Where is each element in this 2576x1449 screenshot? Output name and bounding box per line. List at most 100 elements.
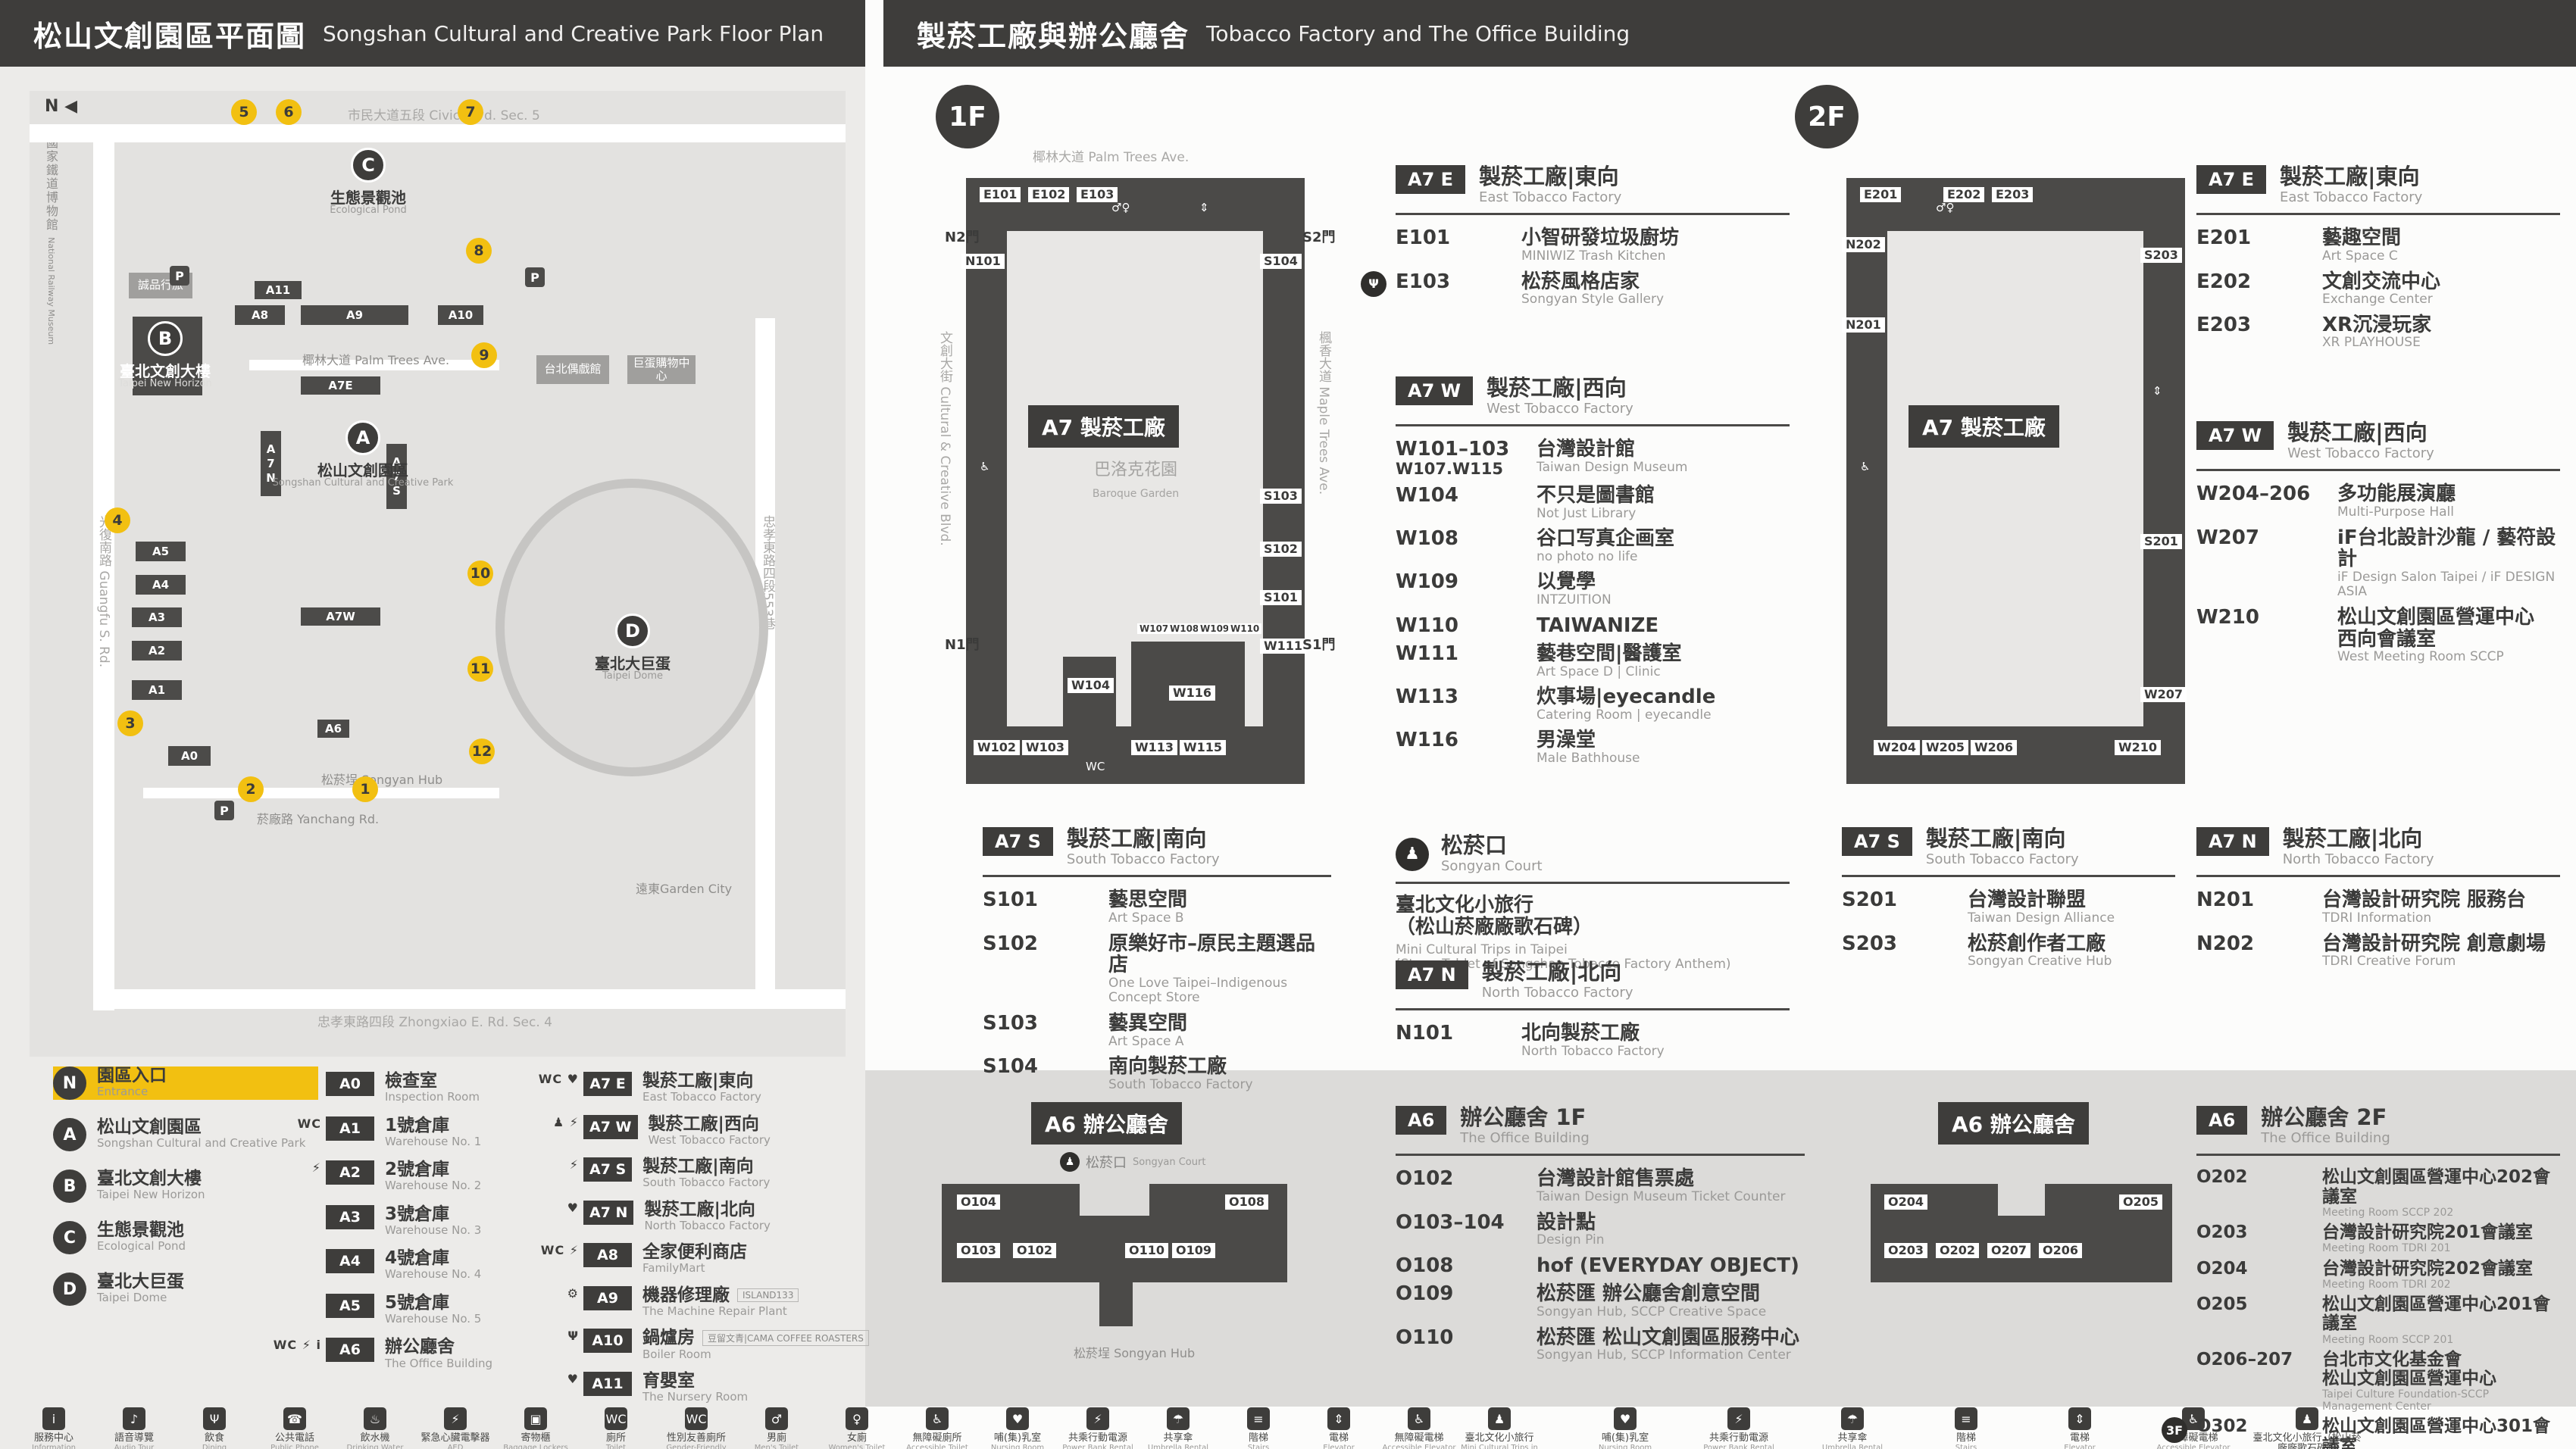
room-chip: W104 bbox=[1068, 678, 1114, 693]
entrance-number: 6 bbox=[276, 99, 302, 125]
road-zhongxiao bbox=[93, 989, 846, 1009]
nearby-building: 巨蛋購物中心 bbox=[627, 355, 696, 384]
room-entry: W104 不只是圖書館 Not Just Library bbox=[1396, 484, 1655, 521]
room-code: W116 bbox=[1396, 729, 1458, 752]
room-chip: W210 bbox=[2115, 740, 2162, 755]
room-code: N101 bbox=[1396, 1022, 1454, 1045]
facility-strip-right: ♥ 哺(集)乳室 Nursing Room ⚡ 共乘行動電源 Power Ban… bbox=[1568, 1407, 2364, 1449]
legend-row: WC ♥ A7 E 製菸工廠|東向 East Tobacco Factory bbox=[539, 1071, 864, 1104]
section-badge: A7 S bbox=[983, 827, 1053, 856]
room-code: S104 bbox=[983, 1055, 1038, 1079]
facility-icon: ♀ bbox=[846, 1407, 868, 1430]
room-chip: S103 bbox=[1260, 489, 1302, 504]
map-building: A10 bbox=[438, 305, 483, 325]
landmark-letter: B bbox=[148, 321, 183, 356]
facility-icon: ⇕ bbox=[2068, 1407, 2091, 1430]
room-code: E201 bbox=[2196, 226, 2252, 250]
entrance-number: 12 bbox=[469, 739, 495, 764]
section-2f-south: A7 S 製菸工廠|南向 South Tobacco Factory S201 … bbox=[1842, 826, 2175, 976]
legend-badge: A7 N bbox=[583, 1200, 634, 1225]
map-building: A3 bbox=[132, 607, 182, 627]
legend-row: A 松山文創園區 Songshan Cultural and Creative … bbox=[53, 1117, 318, 1151]
room-chip: O204 bbox=[1884, 1194, 1927, 1210]
room-entry: S201 台灣設計聯盟 Taiwan Design Alliance bbox=[1842, 888, 2115, 926]
right-header: 製菸工廠與辦公廳舍 Tobacco Factory and The Office… bbox=[883, 0, 2576, 67]
room-code: E101 bbox=[1396, 226, 1451, 250]
facility-icon: ♪ bbox=[123, 1407, 145, 1430]
room-code: S203 bbox=[1842, 932, 1897, 955]
facility-icon: ⚡ bbox=[1086, 1407, 1109, 1430]
legend-row: C 生態景觀池 Ecological Pond bbox=[53, 1220, 318, 1254]
room-code: W210 bbox=[2196, 605, 2259, 629]
legend-circle: N bbox=[53, 1066, 86, 1100]
room-code: N202 bbox=[2196, 932, 2255, 955]
section-badge: A7 W bbox=[1396, 376, 1474, 405]
room-code: O206–207 bbox=[2196, 1349, 2293, 1369]
room-entry: W116 男澡堂 Male Bathhouse bbox=[1396, 729, 1640, 767]
room-entry: O109 松菸匯 辦公廳舍創意空間 Songyan Hub, SCCP Crea… bbox=[1396, 1282, 1767, 1319]
section-subtitle: East Tobacco Factory bbox=[1479, 189, 1622, 205]
room-chip: N201 bbox=[1842, 317, 1885, 333]
street-label: 忠孝東路四段 Zhongxiao E. Rd. Sec. 4 bbox=[317, 1015, 552, 1030]
section-subtitle: The Office Building bbox=[1460, 1129, 1590, 1146]
legend-row: ⚙ A9 機器修理廠 ISLAND133 The Machine Repair … bbox=[567, 1285, 864, 1319]
entrance-number: 7 bbox=[458, 99, 483, 125]
legend-badge: A7 W bbox=[583, 1114, 638, 1139]
room-code: E103 bbox=[1396, 270, 1451, 293]
legend-badge: A9 bbox=[583, 1285, 632, 1310]
facility-strip-left: i 服務中心 Information ♪ 語音導覽 Audio Tour Ψ 飲… bbox=[14, 1407, 1540, 1449]
facility-item: ♀ 女廁 Women's Toilet bbox=[817, 1407, 897, 1449]
room-code: S103 bbox=[983, 1011, 1038, 1035]
map-building: A7N bbox=[261, 431, 281, 496]
room-code: O203 bbox=[2196, 1223, 2248, 1243]
facility-item: ☂ 共享傘 Umbrella Rental bbox=[1138, 1407, 1218, 1449]
room-chip: O202 bbox=[1936, 1243, 1979, 1258]
toilet-icon: ♂♀ bbox=[1111, 201, 1130, 214]
legend-badge: A7 S bbox=[583, 1157, 633, 1182]
landmark-letter: D bbox=[615, 614, 650, 648]
court-title: 松菸口 bbox=[1441, 832, 1508, 858]
section-subtitle: North Tobacco Factory bbox=[2282, 851, 2434, 867]
facility-icon: ☂ bbox=[1167, 1407, 1190, 1430]
room-entry: O204 台灣設計研究院202會議室 Meeting Room TDRI 202 bbox=[2196, 1258, 2534, 1291]
map-building: A7E bbox=[301, 376, 380, 395]
facility-icon: ⚡ bbox=[1727, 1407, 1750, 1430]
room-chip: W109 bbox=[1198, 623, 1232, 634]
facility-item: ♂ 男廁 Men's Toilet bbox=[736, 1407, 817, 1449]
section-1f-east: A7 E 製菸工廠|東向 East Tobacco Factory E101 小… bbox=[1361, 164, 1790, 314]
room-code: O110 bbox=[1396, 1326, 1454, 1349]
room-code: S102 bbox=[983, 932, 1038, 955]
entrance-number: 8 bbox=[466, 238, 492, 264]
facility-icon: ♿ bbox=[1408, 1407, 1430, 1430]
room-code: W104 bbox=[1396, 484, 1458, 507]
legend-badge: A1 bbox=[326, 1116, 374, 1141]
room-chip: S101 bbox=[1260, 590, 1302, 605]
facility-icons: ⚡ bbox=[569, 1157, 579, 1173]
entrance-number: 3 bbox=[117, 710, 143, 736]
room-chip: O207 bbox=[1987, 1243, 2030, 1258]
facility-item: ▣ 寄物櫃 Baggage Lockers bbox=[496, 1407, 576, 1449]
park-map: N ◀ 國家鐵道博物館 National Railway Museum 市民大道… bbox=[30, 91, 846, 1057]
entrance-number: 10 bbox=[467, 561, 493, 586]
courtyard bbox=[1887, 231, 2143, 726]
elevator-icon: ⇕ bbox=[2152, 384, 2162, 398]
section-badge: A7 N bbox=[1396, 960, 1468, 989]
room-entry: W110 TAIWANIZE bbox=[1396, 614, 1659, 637]
legend-row: A0 檢查室 Inspection Room bbox=[326, 1071, 553, 1104]
facility-icons: WC ♥ bbox=[538, 1072, 579, 1086]
room-entry: O102 台灣設計館售票處 Taiwan Design Museum Ticke… bbox=[1396, 1167, 1786, 1205]
room-code: N201 bbox=[2196, 888, 2255, 912]
room-entry: O206–207 台北市文化基金會 松山文創園區營運中心 Taipei Cult… bbox=[2196, 1349, 2496, 1413]
facility-item: Ψ 飲食 Dining bbox=[174, 1407, 255, 1449]
legend-row: A3 3號倉庫 Warehouse No. 3 bbox=[326, 1204, 553, 1238]
legend-row: A5 5號倉庫 Warehouse No. 5 bbox=[326, 1293, 553, 1326]
legend-circle: D bbox=[53, 1273, 86, 1306]
landmark-letter: C bbox=[351, 148, 386, 183]
legend-badge: A5 bbox=[326, 1293, 374, 1318]
room-entry: O103–104 設計點 Design Pin bbox=[1396, 1210, 1605, 1248]
accessible-icon: ♿ bbox=[1860, 460, 1871, 473]
landmark: A 松山文創園區 Songshan Cultural and Creative … bbox=[273, 420, 453, 489]
map-building: A9 bbox=[301, 305, 408, 325]
room-chip: W102 bbox=[974, 740, 1021, 755]
